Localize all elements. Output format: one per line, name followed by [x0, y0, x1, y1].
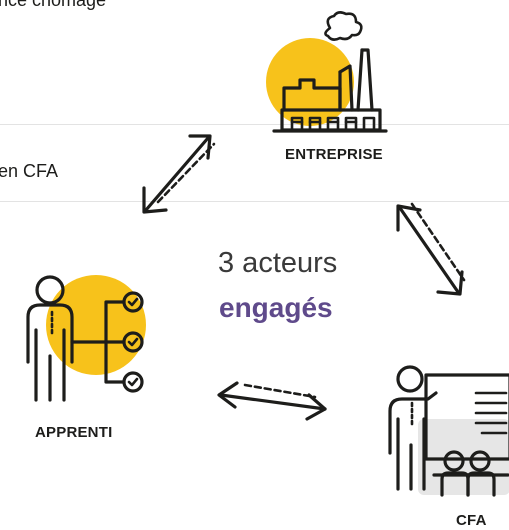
apprentice-checklist-icon [26, 275, 146, 402]
teacher-board-icon [388, 365, 509, 497]
actor-label-cfa: CFA [456, 512, 487, 529]
partial-text-cfa: en CFA [0, 161, 59, 181]
double-arrow-icon [142, 134, 216, 214]
double-arrow-icon [396, 202, 466, 296]
partial-text-top: nce chômage [0, 0, 107, 10]
divider-line-top [0, 124, 509, 125]
center-title: 3 acteurs [218, 247, 338, 279]
center-subtitle: engagés [219, 292, 333, 323]
actor-label-apprenti: APPRENTI [35, 424, 113, 441]
divider-line-bottom [0, 201, 509, 202]
actor-label-entreprise: ENTREPRISE [285, 146, 383, 163]
factory-icon [266, 11, 388, 133]
double-arrow-icon [217, 381, 327, 421]
